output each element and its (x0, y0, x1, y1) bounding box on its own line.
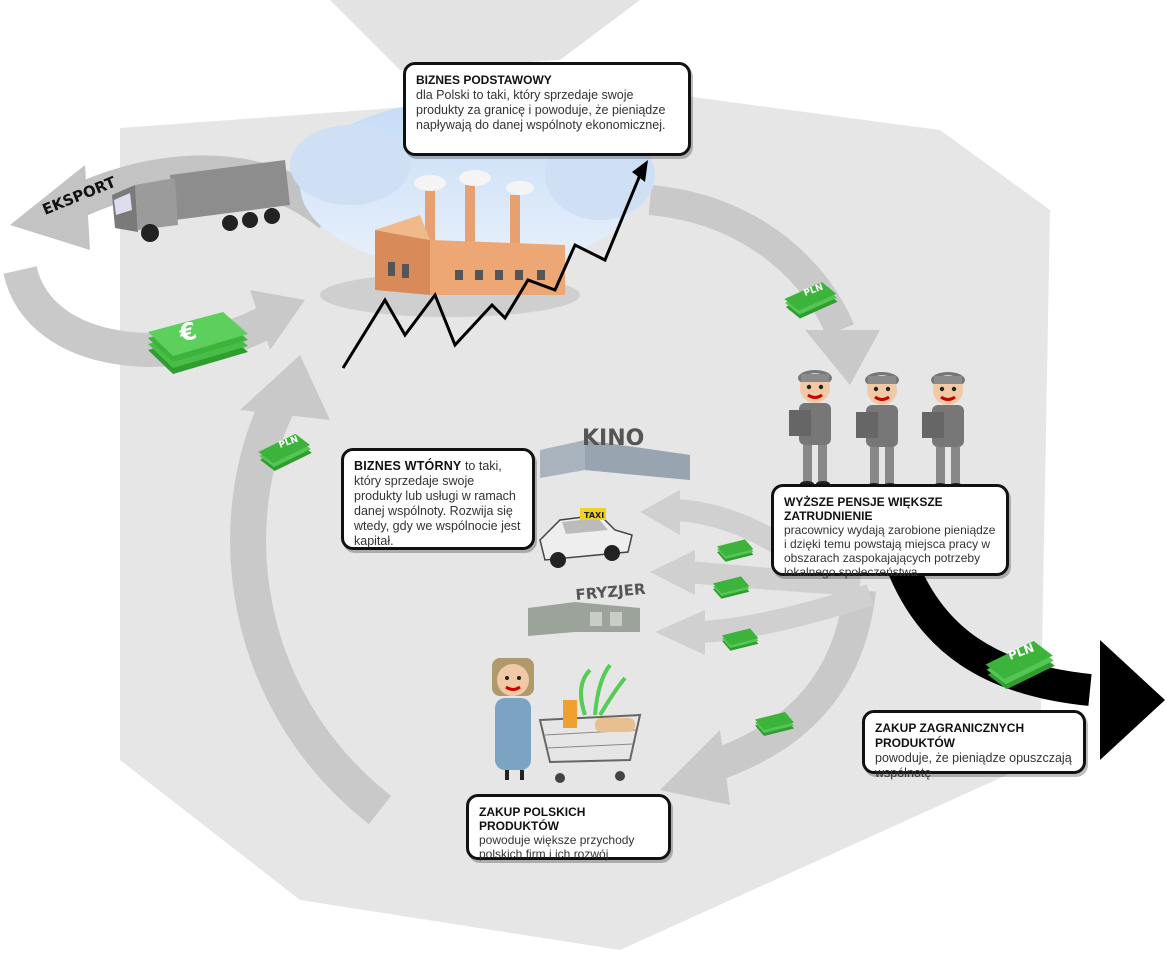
box-zakup-zagranicznych: ZAKUP ZAGRANICZNYCH PRODUKTÓW powoduje, … (862, 710, 1086, 780)
euro-money-stack (148, 312, 248, 374)
box-wyzsze-pensje: WYŻSZE PENSJE WIĘKSZE ZATRUDNIENIE praco… (771, 484, 1009, 579)
label-kino: KINO (582, 426, 644, 451)
box-biznes-podstawowy-text: dla Polski to taki, który sprzedaje swoj… (416, 88, 666, 132)
box-biznes-wtorny-title: BIZNES WTÓRNY (354, 459, 462, 473)
box-wyzsze-pensje-title: WYŻSZE PENSJE WIĘKSZE ZATRUDNIENIE (784, 495, 943, 523)
cycle-arrow-right (648, 185, 854, 336)
box-zakup-polskich: ZAKUP POLSKICH PRODUKTÓW powoduje większ… (466, 794, 671, 861)
cycle-arrow-right-head (805, 330, 880, 385)
shopper-woman (492, 658, 534, 780)
export-arrow-head (10, 165, 90, 250)
box-wyzsze-pensje-text: pracownicy wydają zarobione pieniądze i … (784, 523, 996, 579)
box-biznes-podstawowy: BIZNES PODSTAWOWY dla Polski to taki, kt… (403, 62, 691, 156)
box-zakup-zagranicznych-title: ZAKUP ZAGRANICZNYCH PRODUKTÓW (875, 721, 1025, 750)
arrow-to-taxi-head (650, 550, 695, 595)
outflow-arrow-head (1100, 640, 1165, 760)
arrow-to-fryzjer (699, 584, 874, 643)
cycle-arrow-left-head (240, 355, 330, 420)
cycle-arrow-bottom (695, 588, 876, 786)
barber-building (528, 602, 640, 636)
arrow-to-kino-head (640, 490, 680, 535)
box-biznes-wtorny-text: to taki, który sprzedaje swoje produkty … (354, 459, 521, 548)
cycle-arrow-bottom-head (660, 730, 730, 805)
box-biznes-wtorny: BIZNES WTÓRNY to taki, który sprzedaje s… (341, 448, 535, 550)
shopping-cart (538, 663, 642, 783)
taxi-car (539, 508, 633, 568)
box-zakup-polskich-text: powoduje większe przychody polskich firm… (479, 833, 635, 861)
box-zakup-zagranicznych-text: powoduje, że pieniądze opuszczają wspóln… (875, 751, 1072, 780)
truck-icon (112, 160, 290, 242)
import-arrow-head (250, 290, 305, 350)
label-taxi: TAXI (584, 511, 604, 520)
arrow-to-taxi (688, 561, 861, 596)
growth-line (341, 174, 642, 369)
growth-line-arrowhead (632, 160, 648, 182)
arrow-to-fryzjer-head (655, 610, 705, 655)
box-biznes-podstawowy-title: BIZNES PODSTAWOWY (416, 73, 552, 87)
box-zakup-polskich-title: ZAKUP POLSKICH PRODUKTÓW (479, 805, 586, 833)
outflow-arrow (885, 554, 1092, 706)
cinema-building (540, 440, 690, 480)
background-top-flap (330, 0, 640, 70)
